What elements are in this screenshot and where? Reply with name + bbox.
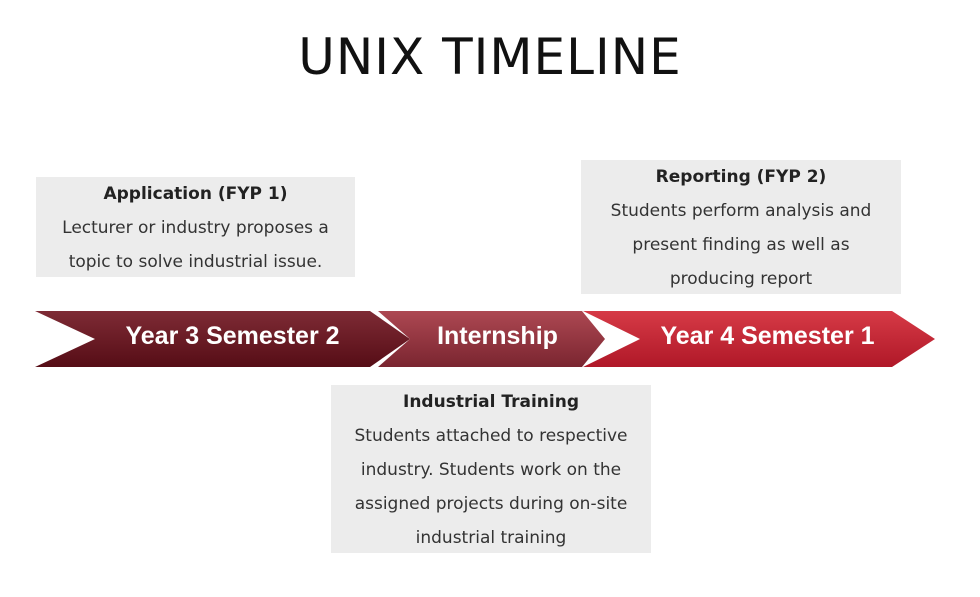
application-box: Application (FYP 1) Lecturer or industry… [36, 177, 355, 277]
reporting-heading: Reporting (FYP 2) [655, 167, 827, 187]
reporting-box: Reporting (FYP 2) Students perform analy… [581, 160, 901, 294]
reporting-line: present finding as well as [632, 235, 850, 255]
phase-label-internship: Internship [437, 322, 558, 350]
application-line: topic to solve industrial issue. [68, 252, 323, 272]
training-line: industrial training [415, 528, 567, 548]
phase-label-year3: Year 3 Semester 2 [125, 322, 340, 350]
training-line: assigned projects during on-site [354, 494, 628, 514]
training-heading: Industrial Training [403, 392, 579, 412]
training-line: Students attached to respective [354, 426, 628, 446]
reporting-line: producing report [669, 269, 813, 289]
phase-arrow-year3 [35, 311, 410, 367]
training-line: industry. Students work on the [360, 460, 622, 480]
training-box: Industrial Training Students attached to… [331, 385, 651, 553]
reporting-line: Students perform analysis and [610, 201, 872, 221]
page-title: UNIX TIMELINE [298, 28, 682, 86]
phase-label-year4: Year 4 Semester 1 [660, 322, 875, 350]
application-line: Lecturer or industry proposes a [62, 218, 329, 238]
phase-arrow-year4 [583, 311, 935, 367]
application-heading: Application (FYP 1) [103, 184, 288, 204]
phase-arrow-internship [378, 311, 605, 367]
